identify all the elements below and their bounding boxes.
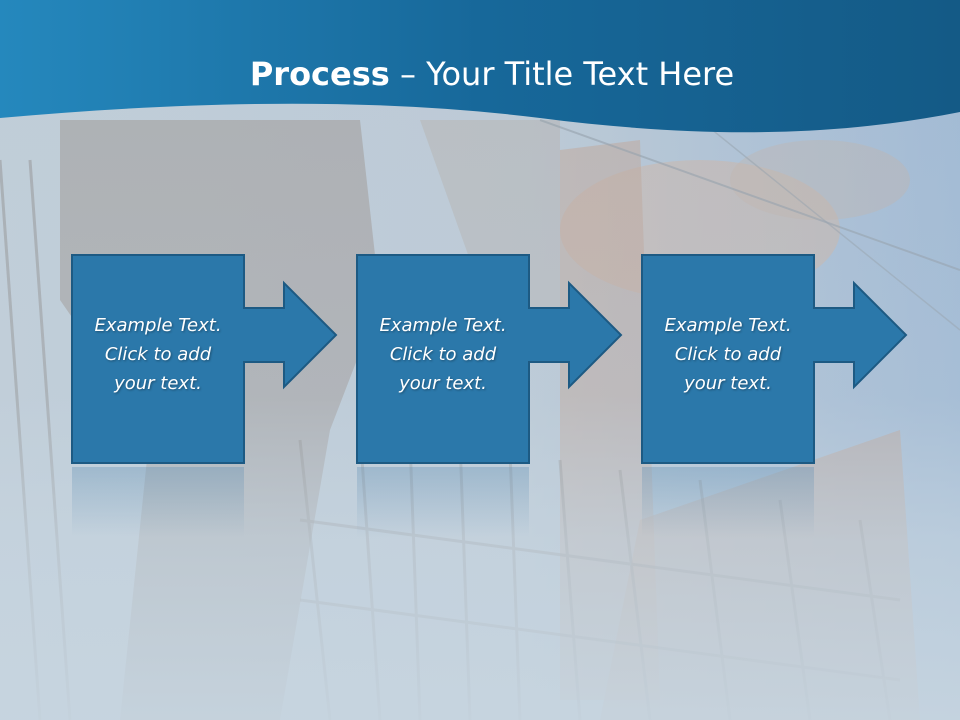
arrow-shape-icon xyxy=(356,254,623,537)
step-2-line-2: Click to add xyxy=(389,344,497,365)
arrow-shape-icon xyxy=(71,254,338,537)
step-1-line-3: your text. xyxy=(114,373,202,394)
title-rest: – Your Title Text Here xyxy=(389,55,735,93)
step-3-line-1: Example Text. xyxy=(664,315,792,336)
title-bold: Process xyxy=(249,55,390,93)
step-2-line-3: your text. xyxy=(399,373,487,394)
step-2-text: Example Text. Click to add your text. xyxy=(357,311,529,398)
step-3-line-2: Click to add xyxy=(674,344,782,365)
process-step-1[interactable]: Example Text. Click to add your text. xyxy=(71,254,342,545)
arrow-shape-icon xyxy=(641,254,908,537)
step-3-text: Example Text. Click to add your text. xyxy=(642,311,814,398)
step-1-text: Example Text. Click to add your text. xyxy=(72,311,244,398)
title-banner xyxy=(0,0,960,133)
step-1-line-1: Example Text. xyxy=(94,315,222,336)
step-3-line-3: your text. xyxy=(684,373,772,394)
process-step-3[interactable]: Example Text. Click to add your text. xyxy=(641,254,912,545)
page-title[interactable]: Process – Your Title Text Here xyxy=(0,52,960,96)
step-1-line-2: Click to add xyxy=(104,344,212,365)
process-step-2[interactable]: Example Text. Click to add your text. xyxy=(356,254,627,545)
step-2-line-1: Example Text. xyxy=(379,315,507,336)
